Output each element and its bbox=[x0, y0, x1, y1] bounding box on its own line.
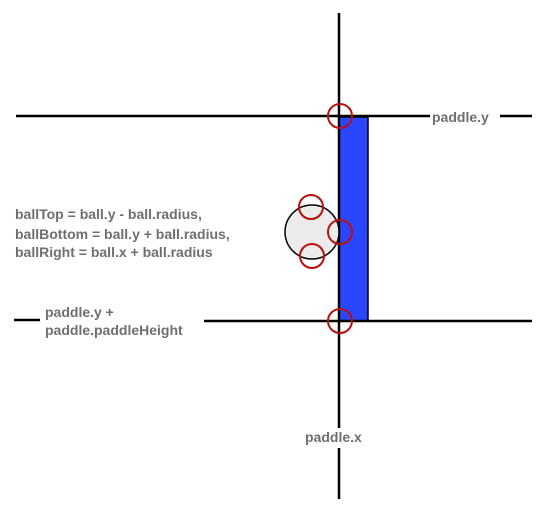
label-ball-top: ballTop = ball.y - ball.radius, bbox=[15, 206, 202, 222]
label-paddle-x: paddle.x bbox=[305, 429, 362, 445]
marker-ball-right bbox=[327, 219, 353, 245]
label-paddle-bottom-2: paddle.paddleHeight bbox=[45, 322, 183, 338]
marker-paddle-bottom bbox=[327, 308, 353, 334]
label-paddle-bottom-1: paddle.y + bbox=[45, 304, 114, 320]
label-ball-right: ballRight = ball.x + ball.radius bbox=[15, 244, 213, 260]
marker-ball-top bbox=[298, 194, 324, 220]
ball bbox=[284, 204, 340, 260]
label-paddle-y: paddle.y bbox=[432, 109, 489, 125]
marker-paddle-top bbox=[327, 103, 353, 129]
label-ball-bottom: ballBottom = ball.y + ball.radius, bbox=[15, 226, 230, 242]
paddle-rect bbox=[338, 116, 369, 322]
marker-ball-bottom bbox=[299, 243, 325, 269]
